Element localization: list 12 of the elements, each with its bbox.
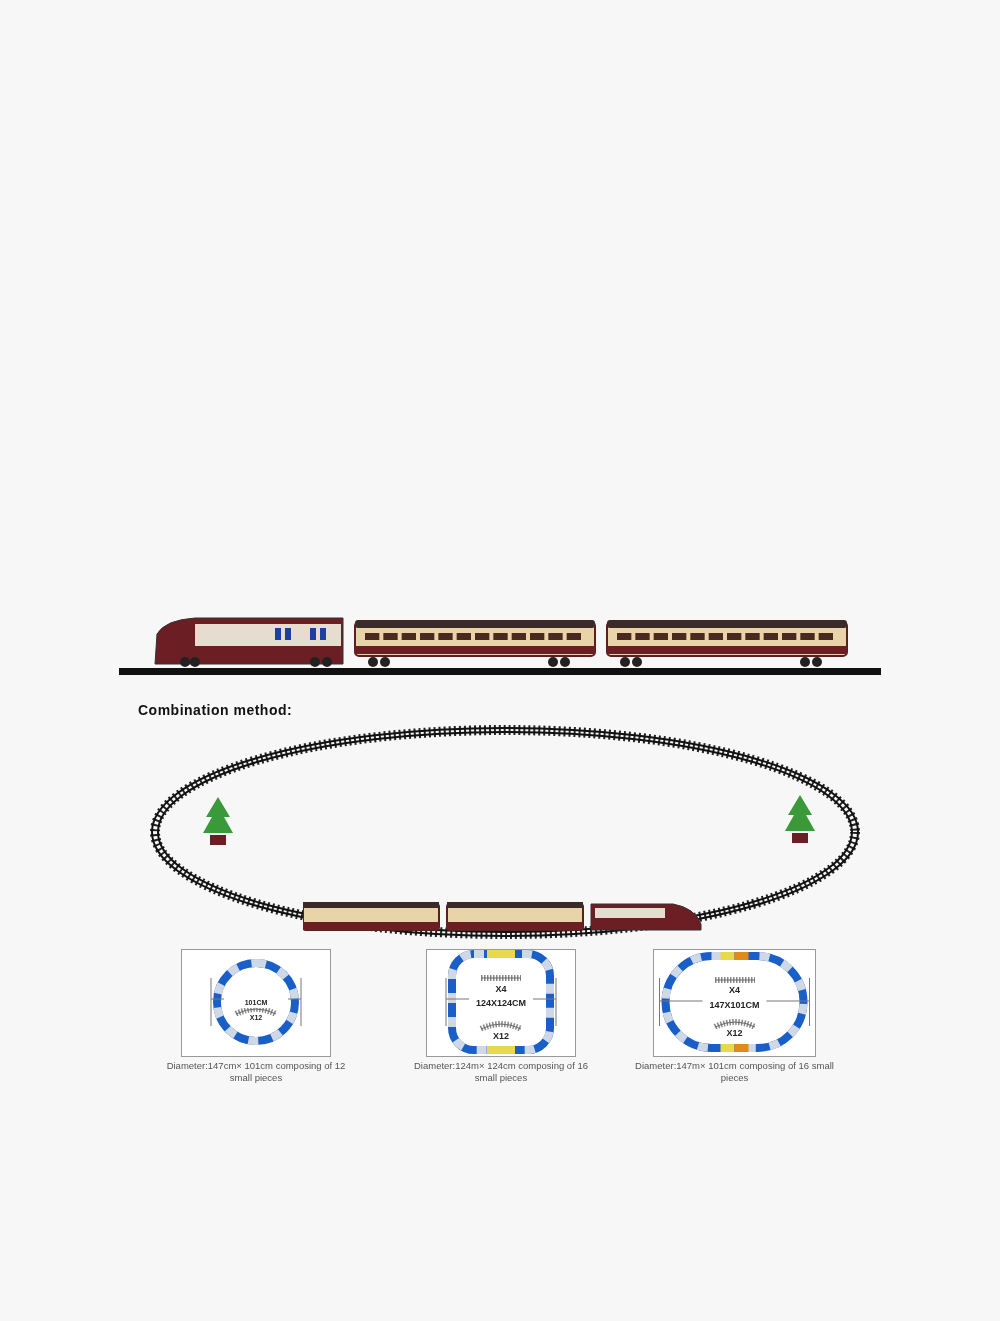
heading: Combination method: [138, 702, 293, 718]
dimension-label: 147X101CM [708, 1000, 761, 1010]
dimension-label: 124X124CM [474, 998, 527, 1008]
caption-text: Diameter:124m× 124cm composing of 16 small pieces [413, 1060, 589, 1084]
caption-text: Diameter:147cm× 101cm composing of 12 small pieces [165, 1060, 347, 1084]
piece-count: X4 [728, 985, 741, 995]
track-layout-panel [181, 949, 331, 1057]
track-layout-panel [426, 949, 576, 1057]
piece-count: X12 [492, 1031, 510, 1041]
piece-count: X4 [494, 984, 508, 994]
piece-count: X12 [725, 1028, 744, 1038]
caption-text: Diameter:147m× 101cm composing of 16 small pieces [634, 1060, 835, 1084]
